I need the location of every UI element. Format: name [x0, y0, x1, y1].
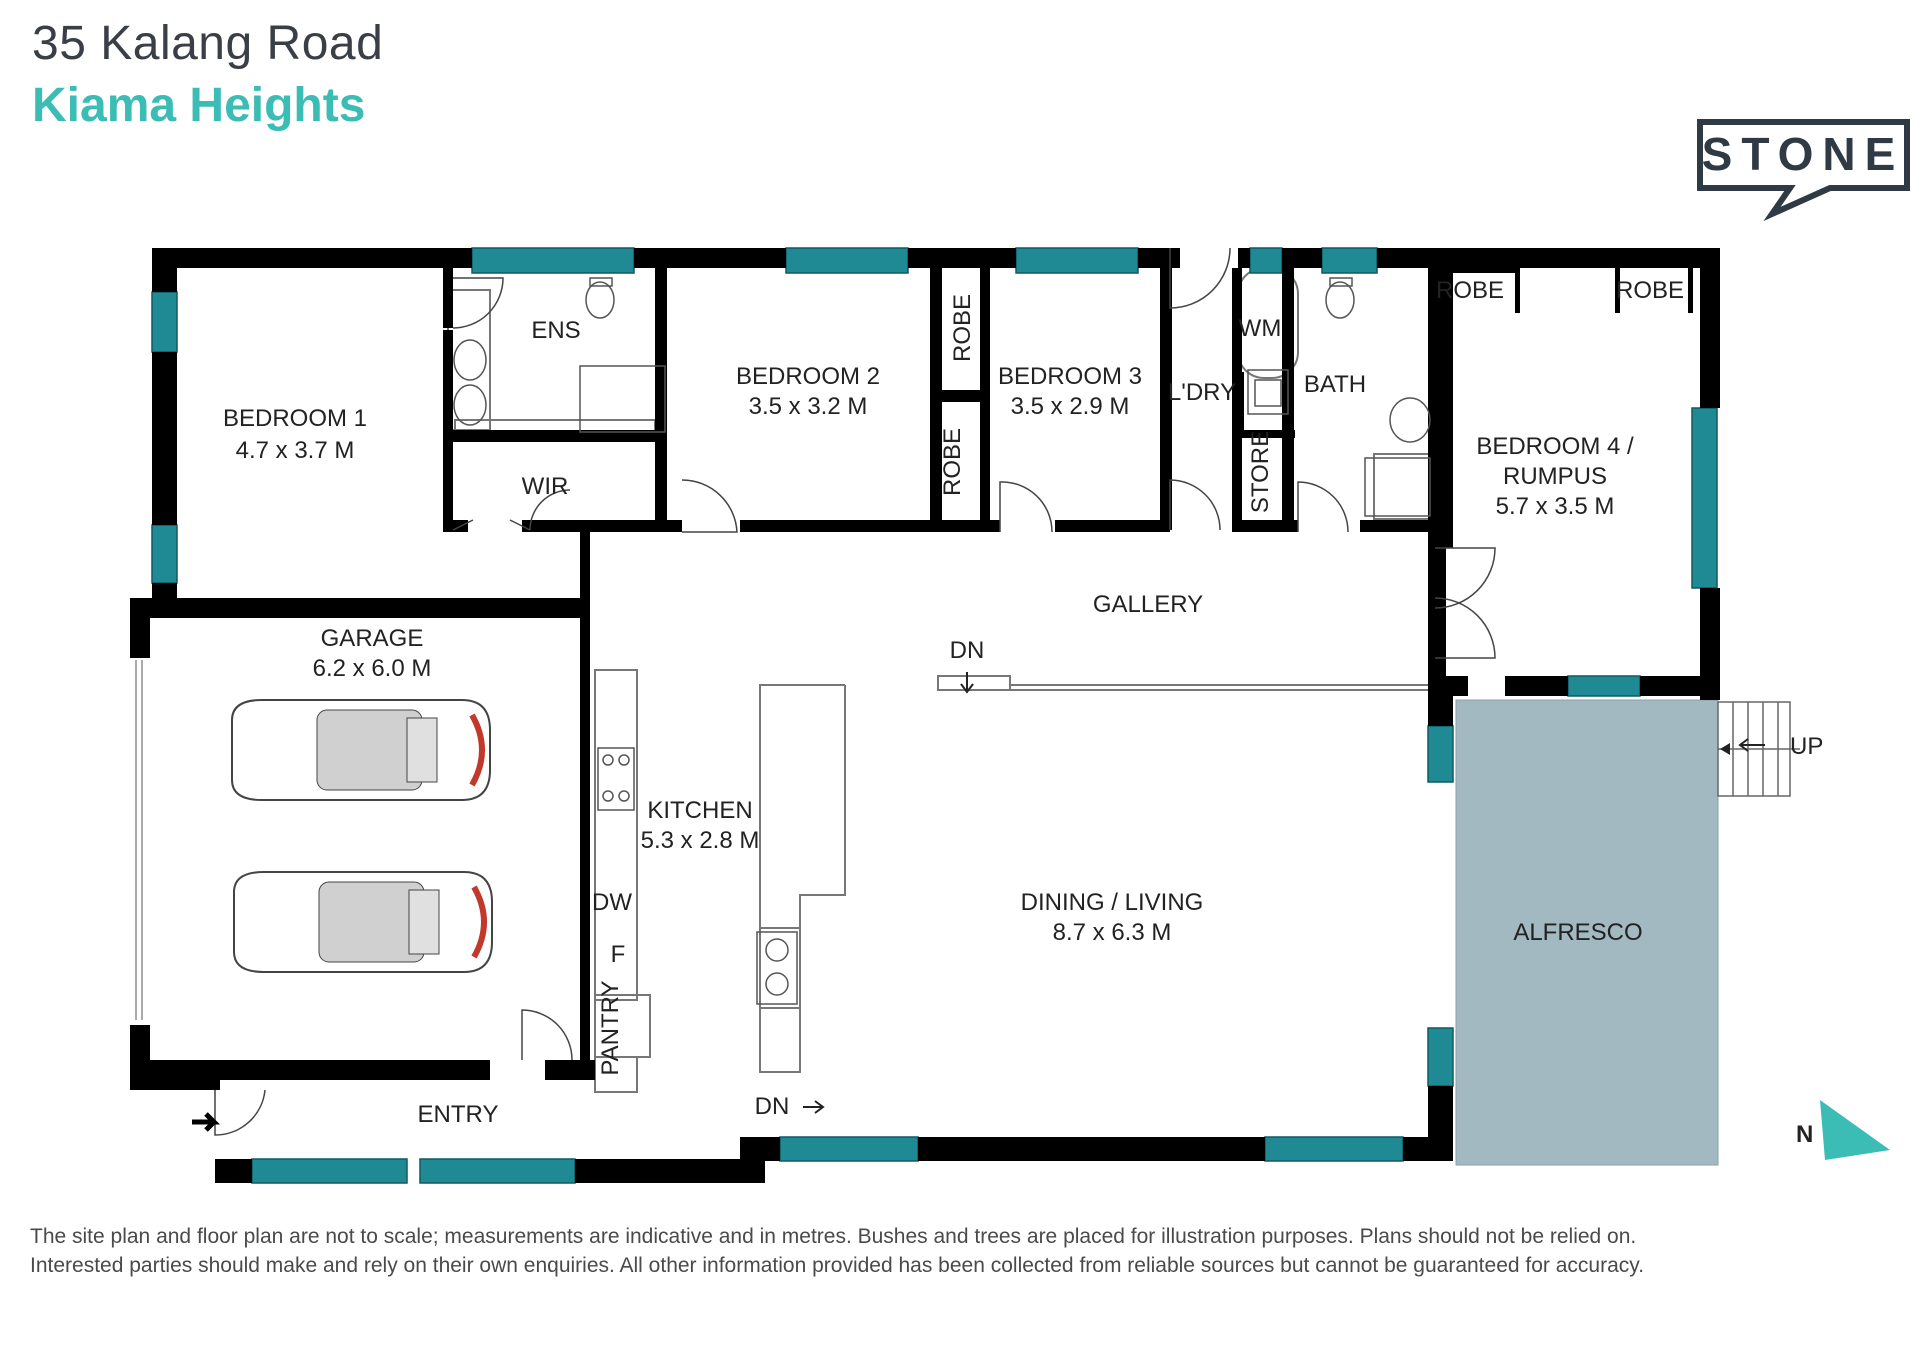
gallery-label: GALLERY [1093, 591, 1203, 618]
car-icon [231, 699, 491, 801]
walls [130, 248, 1720, 1183]
door-swings [214, 247, 1496, 1136]
up-label: UP [1790, 733, 1823, 760]
laundry-label: L'DRY [1168, 379, 1236, 406]
pantry-label: PANTRY [597, 980, 624, 1075]
north-label: N [1796, 1121, 1813, 1148]
garage-size: 6.2 x 6.0 M [313, 655, 432, 682]
bedroom4-line1: BEDROOM 4 / [1476, 433, 1634, 460]
dining-size: 8.7 x 6.3 M [1053, 919, 1172, 946]
bedroom4-line2: RUMPUS [1503, 463, 1607, 490]
alfresco-label: ALFRESCO [1513, 919, 1642, 946]
dn-bottom-label: DN [755, 1093, 790, 1120]
steps [1717, 701, 1800, 797]
dw-label: DW [592, 889, 632, 916]
dn-top-label: DN [950, 637, 985, 664]
ens-label: ENS [531, 317, 580, 344]
disclaimer-line-2: Interested parties should make and rely … [30, 1254, 1645, 1277]
disclaimer-line-1: The site plan and floor plan are not to … [30, 1225, 1637, 1248]
disclaimer: The site plan and floor plan are not to … [30, 1222, 1900, 1280]
bedroom3-size: 3.5 x 2.9 M [1011, 393, 1130, 420]
logo-text: STONE [1702, 128, 1905, 180]
robe-b2-top-label: ROBE [949, 294, 976, 362]
wm-label: WM [1239, 315, 1282, 342]
entry-label: ENTRY [418, 1101, 499, 1128]
wir-label: WIR [522, 473, 569, 500]
garage-name: GARAGE [321, 625, 424, 652]
robe-b2-bottom-label: ROBE [939, 428, 966, 496]
kitchen-name: KITCHEN [647, 797, 752, 824]
bedroom4-size: 5.7 x 3.5 M [1496, 493, 1615, 520]
fixtures [453, 277, 1431, 1005]
arrows [192, 672, 1765, 1132]
bedroom1-size: 4.7 x 3.7 M [236, 437, 355, 464]
entry-arrow-icon [192, 1112, 221, 1132]
bedroom2-name: BEDROOM 2 [736, 363, 880, 390]
address-title: 35 Kalang Road [32, 17, 384, 70]
kitchen-size: 5.3 x 2.8 M [641, 827, 760, 854]
stone-logo: STONE [1697, 119, 1910, 222]
suburb-title: Kiama Heights [32, 79, 366, 132]
alfresco-deck [1455, 699, 1719, 1166]
room-labels: BEDROOM 1 4.7 x 3.7 M ENS WIR BEDROOM 2 … [223, 277, 1823, 1148]
fridge-label: F [611, 941, 626, 968]
store-label: STORE [1247, 431, 1274, 513]
bath-label: BATH [1304, 371, 1366, 398]
robe-b4-left-label: ROBE [1436, 277, 1504, 304]
bedroom1-name: BEDROOM 1 [223, 405, 367, 432]
bedroom2-size: 3.5 x 3.2 M [749, 393, 868, 420]
dining-name: DINING / LIVING [1021, 889, 1204, 916]
car-icon [233, 871, 493, 973]
north-arrow-icon [1820, 1100, 1890, 1160]
bedroom3-name: BEDROOM 3 [998, 363, 1142, 390]
robe-b4-right-label: ROBE [1616, 277, 1684, 304]
windows [151, 247, 1718, 1184]
